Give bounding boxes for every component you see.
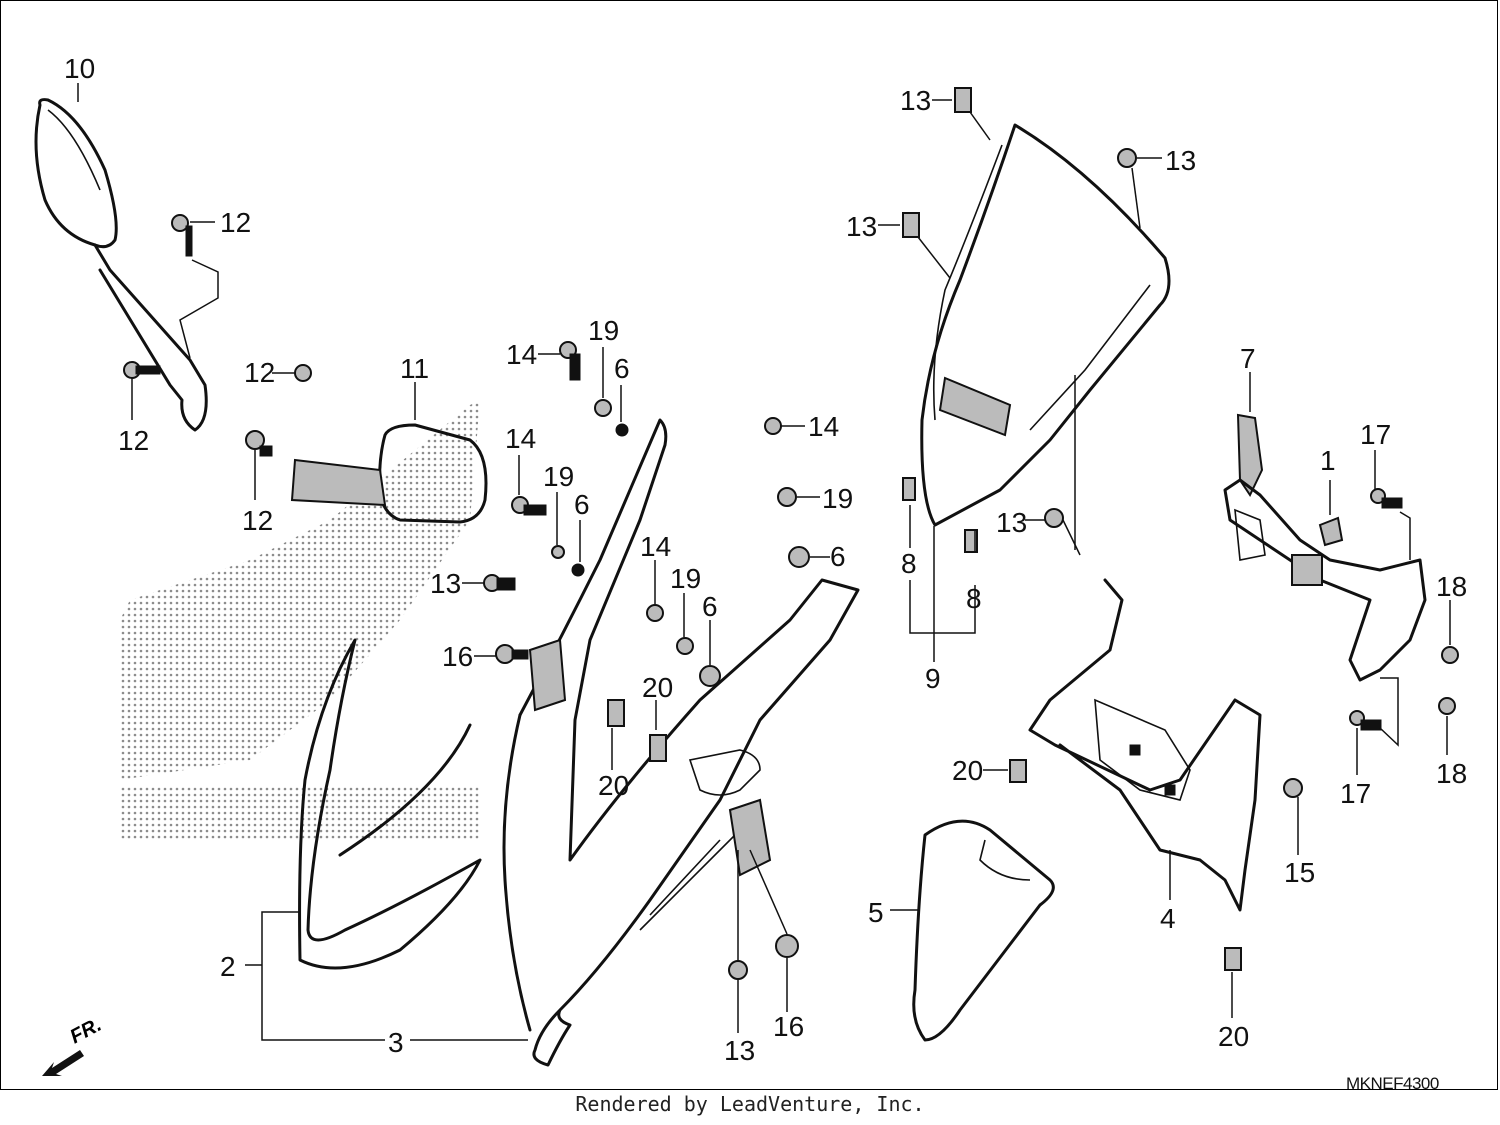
- front-direction-arrow: [42, 1050, 84, 1076]
- mirror-right: [290, 423, 488, 524]
- callout-18: 18: [1436, 758, 1467, 789]
- callout-12: 12: [244, 357, 275, 388]
- callout-13: 13: [1165, 145, 1196, 176]
- callout-12: 12: [242, 505, 273, 536]
- callout-19: 19: [588, 315, 619, 346]
- callout-6: 6: [830, 541, 846, 572]
- callouts: 10 12 12 12 12 11 14 19 6 14 19 6 13 16 …: [64, 53, 1467, 1066]
- callout-14: 14: [808, 411, 839, 442]
- callout-13: 13: [996, 507, 1027, 538]
- upper-cowl-side: [298, 418, 860, 1067]
- callout-19: 19: [543, 461, 574, 492]
- callout-13: 13: [724, 1035, 755, 1066]
- parts-diagram: 10 12 12 12 12 11 14 19 6 14 19 6 13 16 …: [34, 53, 1467, 1067]
- callout-11: 11: [400, 353, 429, 384]
- diagram-frame: [0, 0, 1498, 1090]
- callout-14: 14: [506, 339, 537, 370]
- leader-lines: [77, 83, 1451, 1041]
- callout-18: 18: [1436, 571, 1467, 602]
- callout-16: 16: [442, 641, 473, 672]
- callout-12: 12: [220, 207, 251, 238]
- callout-17: 17: [1340, 778, 1371, 809]
- inner-panel: [912, 819, 1055, 1042]
- render-credit: Rendered by LeadVenture, Inc.: [575, 1092, 925, 1116]
- cowl-stay: [1028, 578, 1262, 912]
- callout-20: 20: [598, 770, 629, 801]
- callout-3: 3: [388, 1027, 404, 1058]
- callout-4: 4: [1160, 903, 1176, 934]
- callout-19: 19: [822, 483, 853, 514]
- callout-14: 14: [640, 531, 671, 562]
- callout-8: 8: [901, 548, 917, 579]
- drawing-code: MKNEF4300: [1346, 1074, 1439, 1093]
- meter-stay: [1223, 413, 1427, 682]
- callout-14: 14: [505, 423, 536, 454]
- callout-10: 10: [64, 53, 95, 84]
- callout-20: 20: [1218, 1021, 1249, 1052]
- callout-20: 20: [642, 672, 673, 703]
- callout-9: 9: [925, 663, 941, 694]
- callout-5: 5: [868, 897, 884, 928]
- callout-8: 8: [966, 583, 982, 614]
- callout-2: 2: [220, 951, 236, 982]
- callout-20: 20: [952, 755, 983, 786]
- callout-13: 13: [846, 211, 877, 242]
- callout-6: 6: [702, 591, 718, 622]
- windscreen: [920, 123, 1171, 527]
- callout-16: 16: [773, 1011, 804, 1042]
- mirror-left: [34, 98, 208, 432]
- callout-7: 7: [1240, 343, 1256, 374]
- callout-6: 6: [614, 353, 630, 384]
- callout-13: 13: [900, 85, 931, 116]
- callout-1: 1: [1320, 445, 1336, 476]
- callout-12: 12: [118, 425, 149, 456]
- callout-6: 6: [574, 489, 590, 520]
- fasteners: [123, 87, 1459, 980]
- callout-17: 17: [1360, 419, 1391, 450]
- callout-19: 19: [670, 563, 701, 594]
- callout-15: 15: [1284, 857, 1315, 888]
- callout-13: 13: [430, 568, 461, 599]
